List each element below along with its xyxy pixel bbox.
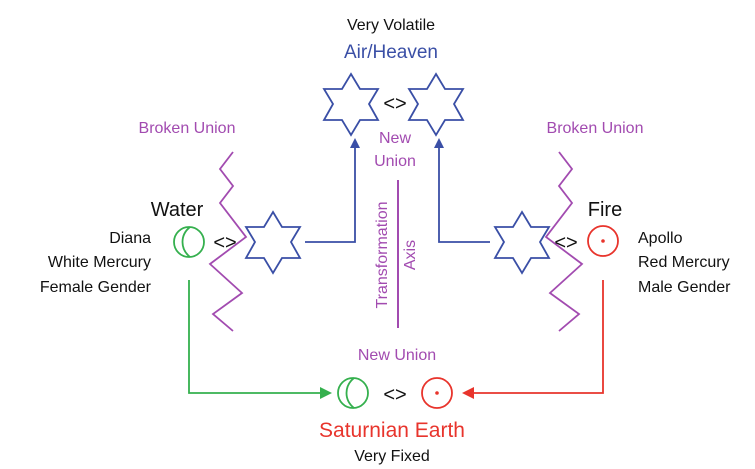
transformation-axis: Transformation Axis [374,180,419,328]
right-line-apollo: Apollo [638,230,683,247]
right-line-male-gender: Male Gender [638,279,731,296]
right-zigzag-line [544,151,584,332]
left-zigzag-line [208,151,248,332]
axis-label-line2: Axis [402,240,419,270]
top-union-symbol: <> [383,93,406,115]
green-moon-circle-icon [173,226,205,258]
right-star-icon [493,210,551,275]
red-sun-circle-icon [587,225,619,257]
new-union-top-line2: Union [374,153,416,170]
top-star-left-icon [322,72,380,137]
left-line-white-mercury: White Mercury [48,254,151,271]
bottom-element: Saturnian Earth [319,419,465,442]
left-line-diana: Diana [109,230,151,247]
bottom-quality: Very Fixed [354,448,430,465]
top-element: Air/Heaven [344,42,438,63]
left-star-icon [244,210,302,275]
right-broken-union: Broken Union [547,120,644,137]
axis-label-line1: Transformation [374,202,391,309]
top-star-right-icon [407,72,465,137]
right-to-air-arrow [434,138,490,243]
bottom-red-sun-circle-icon [421,377,453,409]
left-line-female-gender: Female Gender [40,279,152,296]
right-union-symbol: <> [554,232,577,254]
left-union-symbol: <> [213,232,236,254]
bottom-union-symbol: <> [383,384,406,406]
top-quality: Very Volatile [347,17,435,34]
right-element: Fire [588,199,622,221]
water-to-earth-arrow [188,280,332,399]
new-union-bottom: New Union [358,347,436,364]
left-element: Water [151,199,204,221]
left-to-air-arrow [305,138,360,243]
left-broken-union: Broken Union [139,120,236,137]
bottom-green-moon-circle-icon [337,377,369,409]
fire-to-earth-arrow [462,280,604,399]
right-line-red-mercury: Red Mercury [638,254,730,271]
new-union-top-line1: New [379,130,411,147]
